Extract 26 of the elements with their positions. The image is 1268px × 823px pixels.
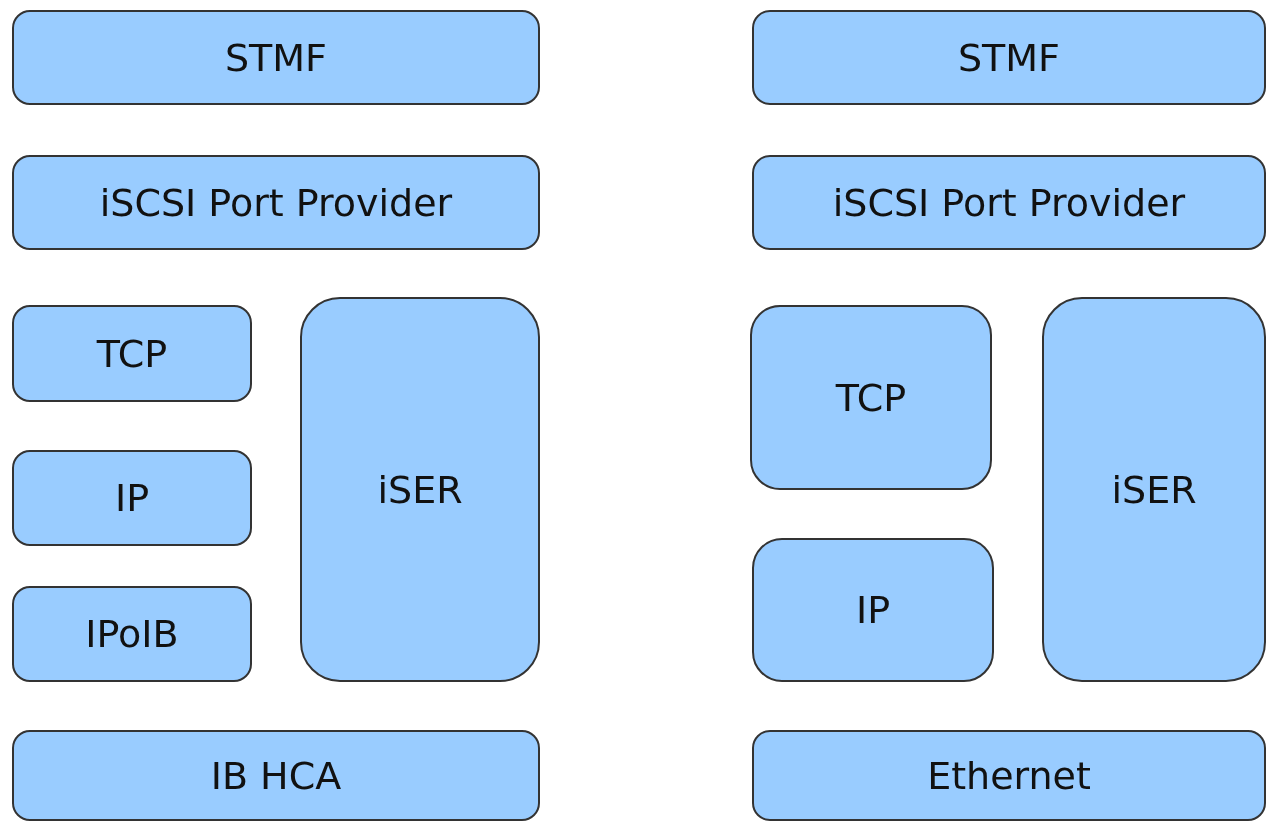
layer-label: iSER [377,467,463,512]
layer-box [12,10,540,105]
layer-label: Ethernet [927,753,1091,798]
layer-label: IP [114,476,150,520]
layer-label: iSER [1111,467,1197,512]
layer-box [752,10,1266,105]
layer-label: IPoIB [85,612,179,656]
layer-box [12,730,540,821]
layer-label: STMF [958,35,1060,80]
layer-box [12,305,252,402]
layer-box [12,586,252,682]
layer-label: IP [855,588,891,632]
layer-label: TCP [835,375,907,420]
layer-box [752,538,994,682]
layer-box [752,155,1266,250]
layer-label: TCP [96,331,168,376]
layer-label: IB HCA [210,753,342,798]
layer-label: STMF [225,35,327,80]
layer-box [752,730,1266,821]
layer-box [750,305,992,490]
layer-box [12,450,252,546]
layer-label: iSCSI Port Provider [99,180,453,225]
layer-box [12,155,540,250]
layer-label: iSCSI Port Provider [832,180,1186,225]
layer-box [300,297,540,682]
layer-box [1042,297,1266,682]
